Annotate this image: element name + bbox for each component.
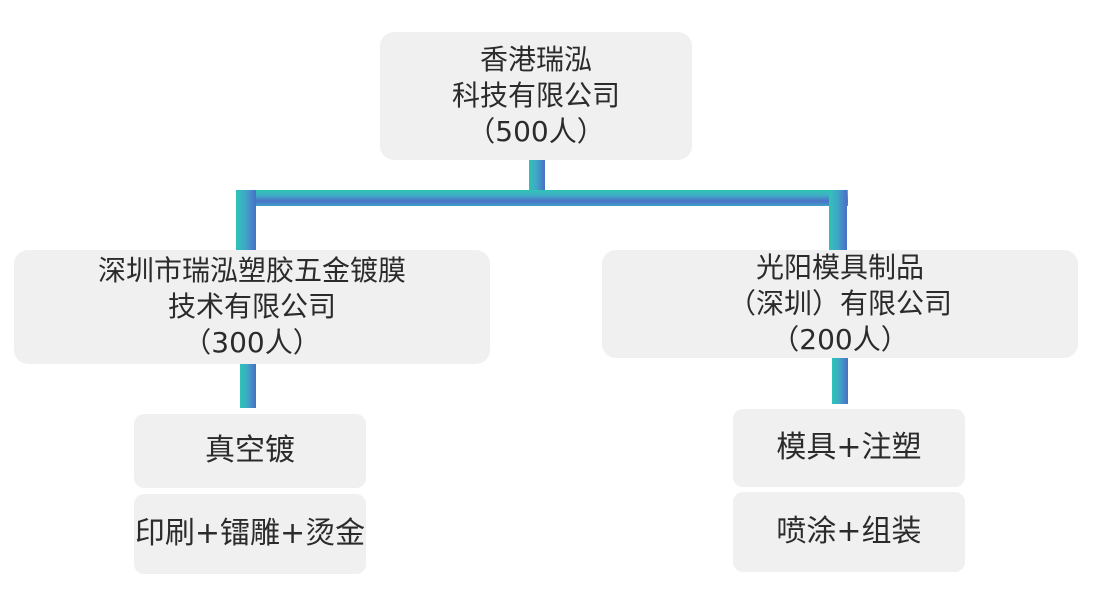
left-business-item-label: 印刷+镭雕+烫金 xyxy=(134,516,366,551)
left-company-headcount: （300人） xyxy=(183,326,321,359)
root-company-headcount: （500人） xyxy=(467,115,605,148)
right-business-item-box: 喷涂+组装 xyxy=(733,492,965,572)
connector-right-to-items xyxy=(832,358,848,404)
connector-left-down xyxy=(236,190,256,250)
root-company-box: 香港瑞泓 科技有限公司 （500人） xyxy=(380,32,692,160)
left-company-name-line1: 深圳市瑞泓塑胶五金镀膜 xyxy=(97,254,406,287)
connector-right-down xyxy=(829,190,847,250)
left-business-item-label: 真空镀 xyxy=(205,433,295,468)
connector-horizontal xyxy=(236,190,848,206)
left-company-name-line2: 技术有限公司 xyxy=(167,290,336,323)
right-company-headcount: （200人） xyxy=(771,323,909,356)
right-company-name-line1: 光阳模具制品 xyxy=(755,251,924,284)
root-company-name-line1: 香港瑞泓 xyxy=(479,43,592,76)
connector-left-to-items xyxy=(240,364,256,408)
right-business-item-label: 模具+注塑 xyxy=(776,430,922,465)
right-business-item-box: 模具+注塑 xyxy=(733,409,965,487)
right-company-name-line2: （深圳）有限公司 xyxy=(727,287,952,320)
left-business-item-box: 真空镀 xyxy=(134,414,366,488)
connector-root-down xyxy=(529,160,545,194)
left-company-box: 深圳市瑞泓塑胶五金镀膜 技术有限公司 （300人） xyxy=(14,250,490,364)
right-company-box: 光阳模具制品 （深圳）有限公司 （200人） xyxy=(602,250,1078,358)
left-business-item-box: 印刷+镭雕+烫金 xyxy=(134,494,366,574)
right-business-item-label: 喷涂+组装 xyxy=(776,514,922,549)
root-company-name-line2: 科技有限公司 xyxy=(451,79,620,112)
